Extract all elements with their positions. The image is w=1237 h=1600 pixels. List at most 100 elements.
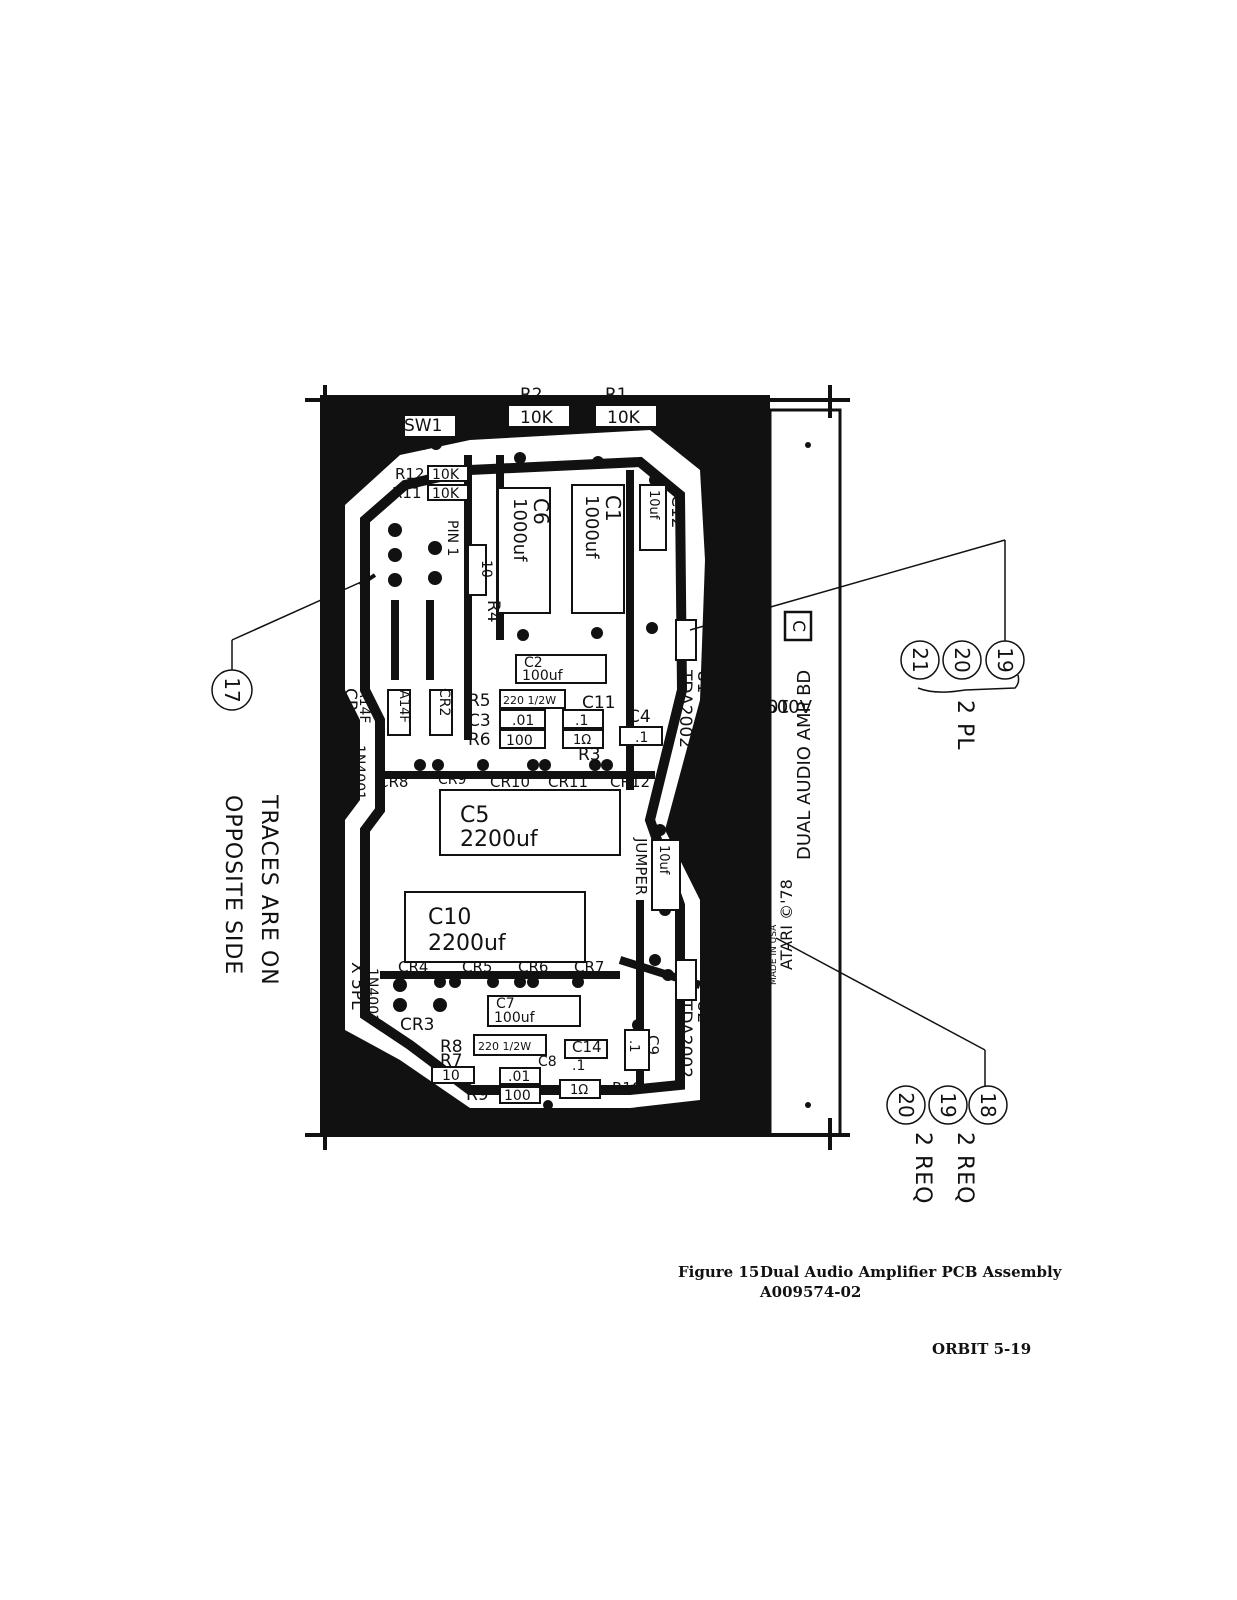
callout-20-bottom: 20	[886, 1085, 926, 1125]
label-c10-value: 2200uf	[428, 931, 507, 956]
leader-lines	[231, 539, 1020, 1088]
callout-19-top-text: 19	[993, 647, 1017, 672]
label-c13: C13	[679, 838, 699, 872]
label-r7-value: 10	[442, 1068, 460, 1084]
label-c9-value: .1	[626, 1040, 641, 1052]
page-footer: ORBIT 5-19	[932, 1340, 1031, 1358]
callout-19-top: 19	[985, 640, 1025, 680]
label-cr5: CR5	[462, 958, 492, 976]
label-cr7: CR7	[574, 958, 604, 976]
label-x5pl-top: X 5PL	[337, 738, 357, 786]
label-r11-value: 10K	[432, 486, 460, 502]
board-name: DUAL AUDIO AMP BD	[794, 670, 815, 860]
label-c5: C5	[460, 803, 489, 828]
label-pin1: PIN 1	[444, 520, 460, 556]
figure-number: Figure 15	[678, 1263, 760, 1281]
label-cr1: CR1	[340, 688, 360, 723]
label-r6: R6	[468, 730, 491, 750]
board-part-number: A009574	[731, 695, 812, 716]
label-cr1-value: A14F	[356, 688, 372, 723]
callout-17: 17	[211, 669, 253, 711]
solder-pads	[388, 438, 674, 1110]
label-r12: R12	[395, 465, 425, 483]
label-c2-value: 100uf	[522, 668, 564, 684]
label-c14-value: .1	[572, 1058, 585, 1074]
label-c14: C14	[572, 1038, 602, 1056]
label-c7-value: 100uf	[494, 1010, 536, 1026]
label-cr12: CR12	[610, 773, 650, 791]
board-copyright: ATARI ©'78	[777, 879, 796, 970]
traces-note-line2: OPPOSITE SIDE	[220, 795, 245, 975]
traces-note-line1: TRACES ARE ON	[256, 794, 281, 986]
label-in4001-top: 1N4001	[351, 745, 367, 800]
callout-18: 18	[968, 1085, 1008, 1125]
label-cr2: CR2	[436, 688, 452, 716]
label-r4-value: 10	[478, 560, 494, 578]
callout-17-text: 17	[220, 677, 244, 702]
label-c2: C2	[524, 655, 543, 671]
label-r1-value: 10K	[607, 408, 641, 428]
label-c11-value: .1	[575, 713, 588, 729]
label-c7: C7	[496, 996, 515, 1012]
label-r6-value: 100	[506, 733, 533, 749]
label-c8-value: .01	[508, 1069, 530, 1085]
two-pl-note: 2 PL	[952, 700, 977, 751]
component-labels-top: SW1 R2 10K R1 10K R12 10K R11 10K PIN 1 …	[337, 385, 713, 800]
callout-20-bottom-text: 20	[894, 1092, 918, 1117]
label-c5-value: 2200uf	[460, 827, 539, 852]
component-bodies	[387, 404, 813, 1104]
label-r12-value: 10K	[432, 467, 460, 483]
callout-20-top: 20	[942, 640, 982, 680]
label-r2-value: 10K	[520, 408, 554, 428]
footer-page: 5-19	[993, 1340, 1032, 1358]
label-c12-value: 10uf	[646, 490, 661, 520]
board-corner-mark: C	[788, 620, 808, 632]
label-r1: R1	[605, 385, 628, 405]
label-cr2-value: A14F	[396, 690, 411, 723]
label-c12: C12	[667, 495, 687, 529]
callout-21: 21	[900, 640, 940, 680]
figure-caption: Figure 15Dual Audio Amplifier PCB Assemb…	[678, 1262, 1061, 1302]
label-cr4: CR4	[398, 958, 428, 976]
label-u2-value: TDA2002	[675, 999, 695, 1078]
label-c6: C6	[529, 498, 553, 525]
label-in4001-bottom: 1N4001	[364, 968, 380, 1023]
two-req-note-a: 2 REQ	[952, 1132, 977, 1205]
label-r10-value: 1Ω	[570, 1083, 588, 1098]
label-c13-value: 10uf	[656, 845, 671, 875]
label-c3-value: .01	[512, 713, 534, 729]
label-c6-value: 1000uf	[509, 498, 530, 562]
label-r4: R4	[483, 600, 503, 623]
label-u2: U2	[693, 1000, 713, 1023]
callout-18-text: 18	[976, 1092, 1000, 1117]
label-r8: R8	[440, 1037, 463, 1057]
two-req-note-b: 2 REQ	[910, 1132, 935, 1205]
label-c9: C9	[644, 1035, 662, 1055]
label-c8: C8	[538, 1054, 557, 1070]
label-sw1: SW1	[404, 416, 442, 436]
label-r3-value: 1Ω	[573, 733, 591, 748]
label-r11: R11	[392, 484, 422, 502]
label-c4: C4	[628, 707, 651, 727]
label-r9-value: 100	[504, 1088, 531, 1104]
callout-19-bottom-text: 19	[936, 1092, 960, 1117]
figure-title: Dual Audio Amplifier PCB Assembly	[760, 1263, 1062, 1281]
label-r9: R9	[466, 1085, 489, 1105]
callout-20-top-text: 20	[950, 647, 974, 672]
label-r7: R7	[440, 1051, 463, 1071]
label-cr6: CR6	[518, 958, 548, 976]
label-c3: C3	[468, 711, 491, 731]
callout-19-bottom: 19	[928, 1085, 968, 1125]
label-u1-value: TDA2002	[675, 669, 695, 748]
callout-21-text: 21	[908, 647, 932, 672]
label-u1: U1	[693, 670, 713, 693]
label-cr8: CR8	[378, 773, 408, 791]
label-c1-value: 1000uf	[581, 495, 602, 559]
label-r5-value: 220 1/2W	[503, 694, 556, 707]
label-c11: C11	[582, 693, 616, 713]
label-cr11: CR11	[548, 773, 588, 791]
footer-section: ORBIT	[932, 1340, 989, 1358]
label-c4-value: .1	[635, 730, 648, 746]
label-r5: R5	[468, 691, 491, 711]
